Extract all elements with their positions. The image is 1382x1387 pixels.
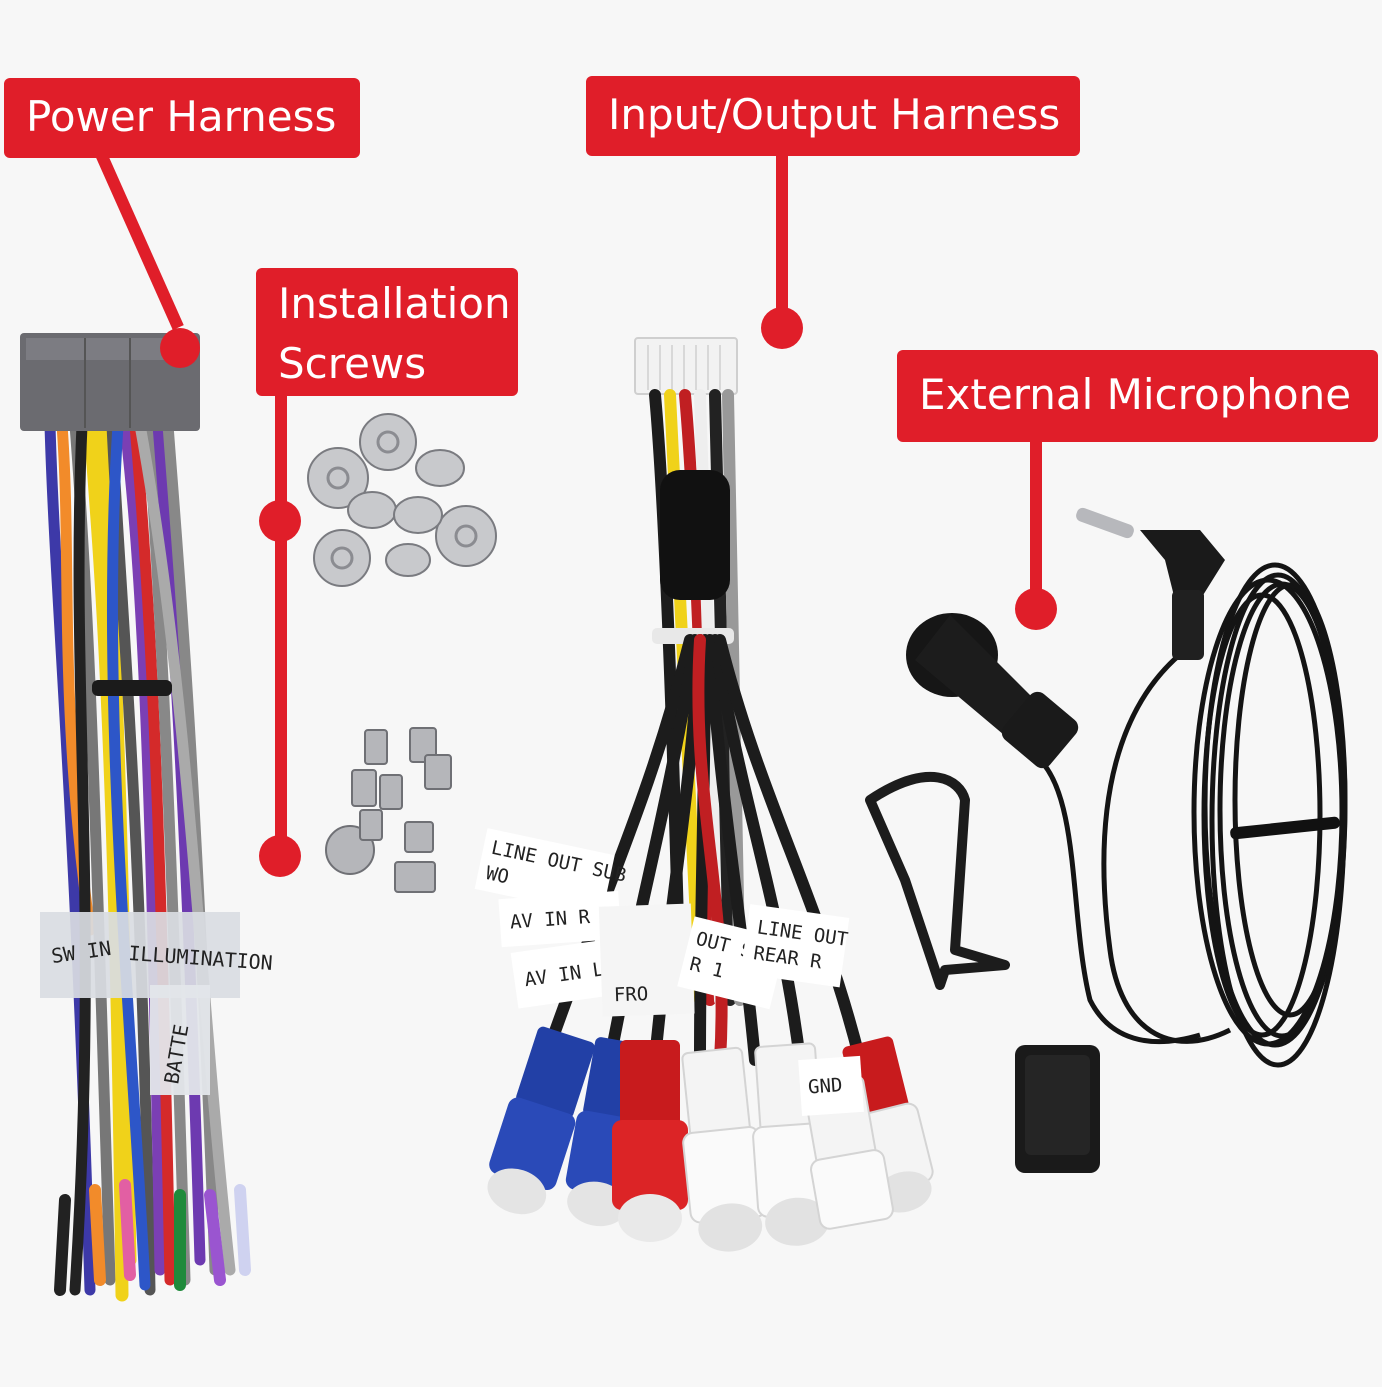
- wo-label: WO: [484, 862, 511, 888]
- installation-label: Installation: [278, 279, 511, 328]
- external-microphone-callout: External Microphone: [897, 350, 1378, 442]
- input-output-harness: LINE OUT SUB WO AV IN R AV IN L FRO OUT …: [474, 337, 934, 1252]
- io-harness-label: Input/Output Harness: [608, 90, 1061, 139]
- io-harness-callout: Input/Output Harness: [586, 76, 1080, 156]
- wire-tags: LINE OUT SUB WO AV IN R AV IN L FRO OUT …: [474, 828, 864, 1117]
- external-microphone-label: External Microphone: [919, 370, 1352, 419]
- front-label: FRO: [614, 983, 649, 1006]
- callout-leaders: [95, 151, 1057, 877]
- power-harness: SW IN ILLUMINATION BATTE: [20, 333, 273, 1302]
- gnd-label: GND: [807, 1074, 843, 1098]
- external-microphone: [865, 507, 1348, 1173]
- power-harness-label: Power Harness: [26, 92, 337, 141]
- installation-screws-callout: Installation Screws: [256, 268, 518, 396]
- installation-screws: [307, 413, 497, 893]
- rca-plugs: [487, 1026, 934, 1252]
- power-harness-callout: Power Harness: [4, 78, 360, 158]
- screws-label: Screws: [278, 339, 427, 388]
